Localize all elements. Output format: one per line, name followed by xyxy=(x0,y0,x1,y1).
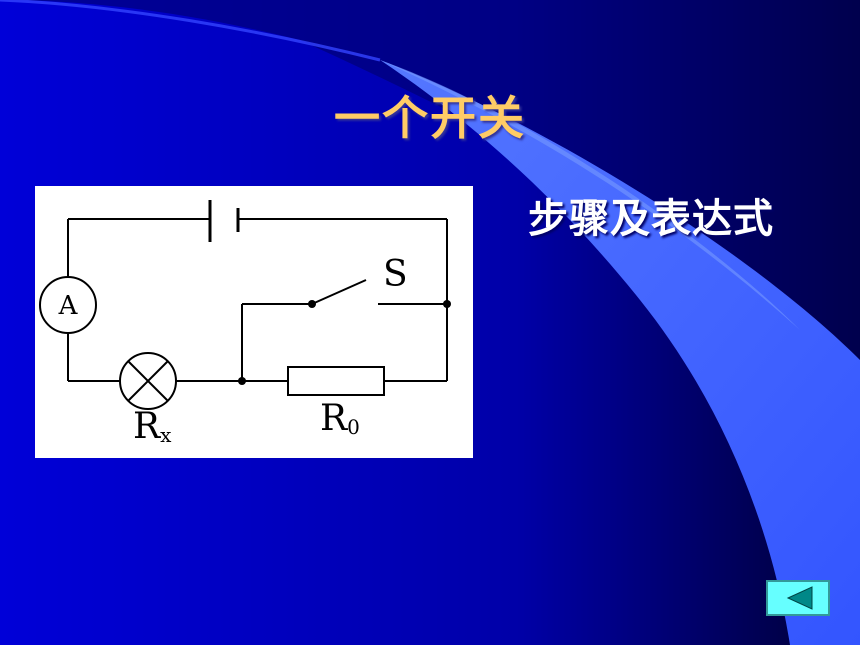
slide-subtitle: 步骤及表达式 xyxy=(528,196,774,242)
circuit-drawing: A xyxy=(39,200,451,410)
lamp-label-main: R xyxy=(133,406,161,447)
lamp-label-sub: x xyxy=(160,423,172,447)
switch-pivot-dot xyxy=(308,300,316,308)
lamp-label: Rx xyxy=(133,406,171,447)
junction-dot-right xyxy=(443,300,451,308)
resistor-r0 xyxy=(287,366,385,396)
switch-label: S xyxy=(383,254,408,295)
circuit-diagram: A S Rx R0 xyxy=(35,186,473,458)
resistor-label-sub: 0 xyxy=(347,415,360,439)
triangle-left-icon xyxy=(786,586,813,610)
junction-dot-left xyxy=(238,377,246,385)
resistor-label-main: R xyxy=(320,398,348,439)
back-button[interactable] xyxy=(766,580,830,616)
switch-blade xyxy=(311,279,367,305)
lamp-cross-2 xyxy=(127,360,169,402)
slide-title: 一个开关 xyxy=(334,91,526,145)
resistor-label: R0 xyxy=(320,398,360,439)
ammeter-letter: A xyxy=(58,291,79,321)
